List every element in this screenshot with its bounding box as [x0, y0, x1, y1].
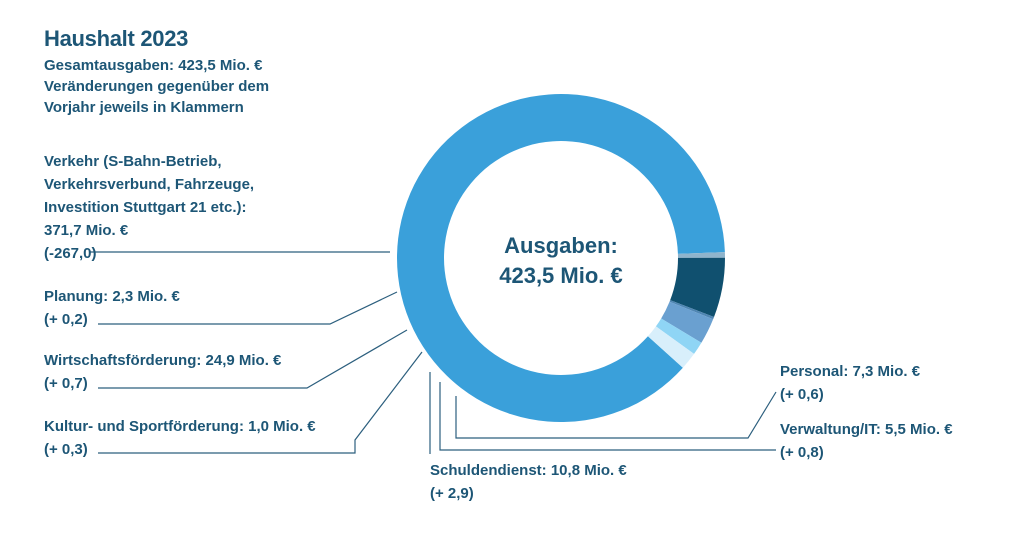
label-line: Kultur- und Sportförderung: 1,0 Mio. € — [44, 418, 316, 435]
donut-center-label: Ausgaben: 423,5 Mio. € — [446, 231, 676, 291]
label-wirtschaft: Wirtschaftsförderung: 24,9 Mio. € (+ 0,7… — [44, 349, 281, 395]
chart-subtitle: Gesamtausgaben: 423,5 Mio. € Veränderung… — [44, 55, 344, 118]
label-line: (+ 0,7) — [44, 375, 88, 392]
label-line: (-267,0) — [44, 245, 97, 262]
label-line: Verkehrsverbund, Fahrzeuge, — [44, 176, 255, 193]
subtitle-line: Gesamtausgaben: 423,5 Mio. € — [44, 57, 263, 74]
label-line: Schuldendienst: 10,8 Mio. € — [430, 462, 627, 479]
chart-title: Haushalt 2023 — [44, 26, 189, 51]
slice-planung — [677, 252, 725, 258]
label-line: (+ 0,8) — [780, 444, 824, 461]
label-personal: Personal: 7,3 Mio. € (+ 0,6) — [780, 360, 920, 406]
label-line: (+ 2,9) — [430, 485, 474, 502]
slice-kultur — [669, 300, 715, 320]
label-line: Verkehr (S-Bahn-Betrieb, — [44, 153, 222, 170]
label-kultur: Kultur- und Sportförderung: 1,0 Mio. € (… — [44, 415, 316, 461]
label-line: Verwaltung/IT: 5,5 Mio. € — [780, 421, 953, 438]
slice-schulden — [661, 301, 714, 343]
leader-line-kultur — [98, 351, 423, 454]
label-line: (+ 0,6) — [780, 386, 824, 403]
leader-line-personal — [455, 391, 777, 439]
label-line: Investition Stuttgart 21 etc.): — [44, 199, 247, 216]
leader-line-verwaltung — [439, 382, 776, 451]
slice-personal — [647, 326, 695, 368]
label-line: (+ 0,2) — [44, 311, 88, 328]
subtitle-line: Veränderungen gegenüber dem — [44, 78, 270, 95]
center-label-line: Ausgaben: — [504, 233, 618, 258]
label-schulden: Schuldendienst: 10,8 Mio. € (+ 2,9) — [430, 459, 627, 505]
slice-wirtschaft — [670, 257, 726, 318]
label-line: (+ 0,3) — [44, 441, 88, 458]
donut-slices — [397, 93, 726, 422]
label-line: 371,7 Mio. € — [44, 222, 129, 239]
leader-line-wirtschaft — [98, 329, 408, 389]
label-line: Planung: 2,3 Mio. € — [44, 288, 180, 305]
label-verkehr: Verkehr (S-Bahn-Betrieb, Verkehrsverbund… — [44, 150, 254, 265]
slice-verwaltung — [655, 318, 702, 354]
label-verwaltung: Verwaltung/IT: 5,5 Mio. € (+ 0,8) — [780, 418, 953, 464]
leader-lines — [90, 251, 777, 454]
label-line: Personal: 7,3 Mio. € — [780, 363, 921, 380]
center-label-line: 423,5 Mio. € — [499, 263, 623, 288]
subtitle-line: Vorjahr jeweils in Klammern — [44, 99, 244, 116]
label-line: Wirtschaftsförderung: 24,9 Mio. € — [44, 352, 282, 369]
label-planung: Planung: 2,3 Mio. € (+ 0,2) — [44, 285, 180, 331]
leader-line-planung — [98, 291, 398, 325]
